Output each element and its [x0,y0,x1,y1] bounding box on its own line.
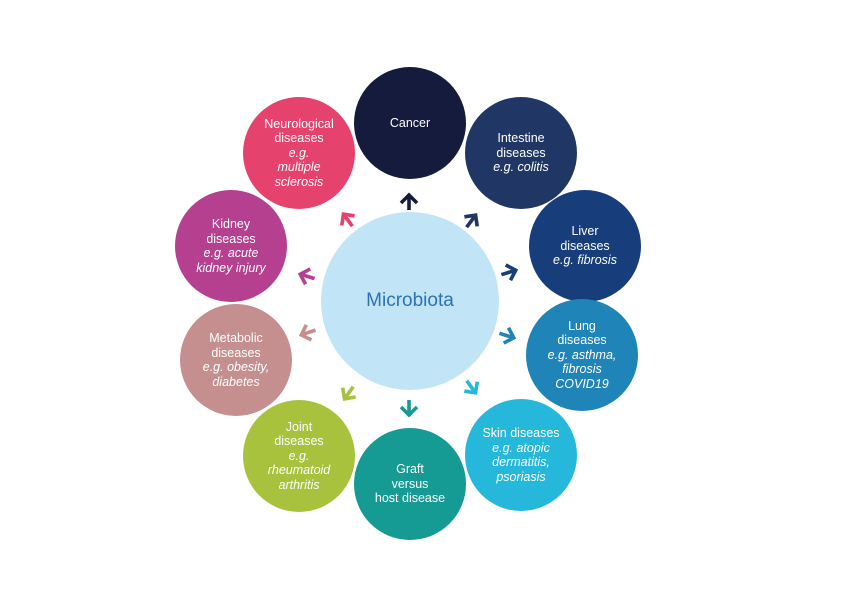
node-example-line: sclerosis [274,174,324,189]
node-line: diseases [557,333,607,348]
node-example-line: diabetes [212,374,260,389]
node-example-line: e.g. fibrosis [553,253,617,268]
node-line: diseases [206,231,256,246]
arrow-lung-icon [498,326,517,345]
node-line: host disease [374,491,446,506]
node-line: Graft [396,462,424,477]
node-example-line: rheumatoid [267,463,331,478]
node-example-line: e.g. colitis [493,160,549,175]
center-label: Microbiota [366,290,454,311]
node-line: Neurological [264,116,334,131]
node-example-line: e.g. atopic [492,440,550,455]
arrow-metabolic-icon [298,323,317,342]
node-label-cancer: Cancer [390,116,430,131]
node-line: diseases [496,145,546,160]
arrow-cancer-icon [399,192,419,210]
arrow-intestine-icon [464,213,479,229]
arrow-liver-icon [500,263,519,282]
node-example-line: e.g. asthma, [547,347,617,362]
node-line: diseases [274,131,324,146]
arrow-graft-icon [399,400,419,418]
node-line: Liver [571,224,599,239]
node-line: diseases [560,238,610,253]
node-line: Intestine [497,131,545,146]
arrow-joint-icon [340,385,356,401]
node-example-line: COVID19 [555,376,609,391]
node-example-line: fibrosis [562,362,602,377]
node-example-line: e.g. acute [203,246,259,260]
node-line: diseases [274,434,324,449]
node-line: Skin diseases [482,426,560,440]
node-example-line: e.g. obesity, [202,360,270,374]
center-circle: Microbiota [321,212,499,390]
node-example-line: e.g. [288,145,310,160]
node-example-line: multiple [277,160,321,175]
node-line: Kidney [211,217,251,231]
node-example-line: psoriasis [496,469,546,484]
node-example-line: e.g. [288,448,310,463]
node-line: Lung [568,318,596,333]
node-line: Metabolic [209,331,263,345]
node-example-line: arthritis [278,477,320,492]
node-line: Joint [285,419,313,434]
arrow-neurological-icon [340,212,355,228]
node-example-line: dermatitis, [492,455,550,469]
node-line: diseases [211,345,261,360]
node-example-line: kidney injury [196,260,266,275]
node-cancer: Cancer [354,67,466,179]
arrow-kidney-icon [297,267,316,286]
arrow-skin-icon [464,379,480,395]
node-line: Cancer [389,115,431,130]
node-line: versus [391,476,429,491]
